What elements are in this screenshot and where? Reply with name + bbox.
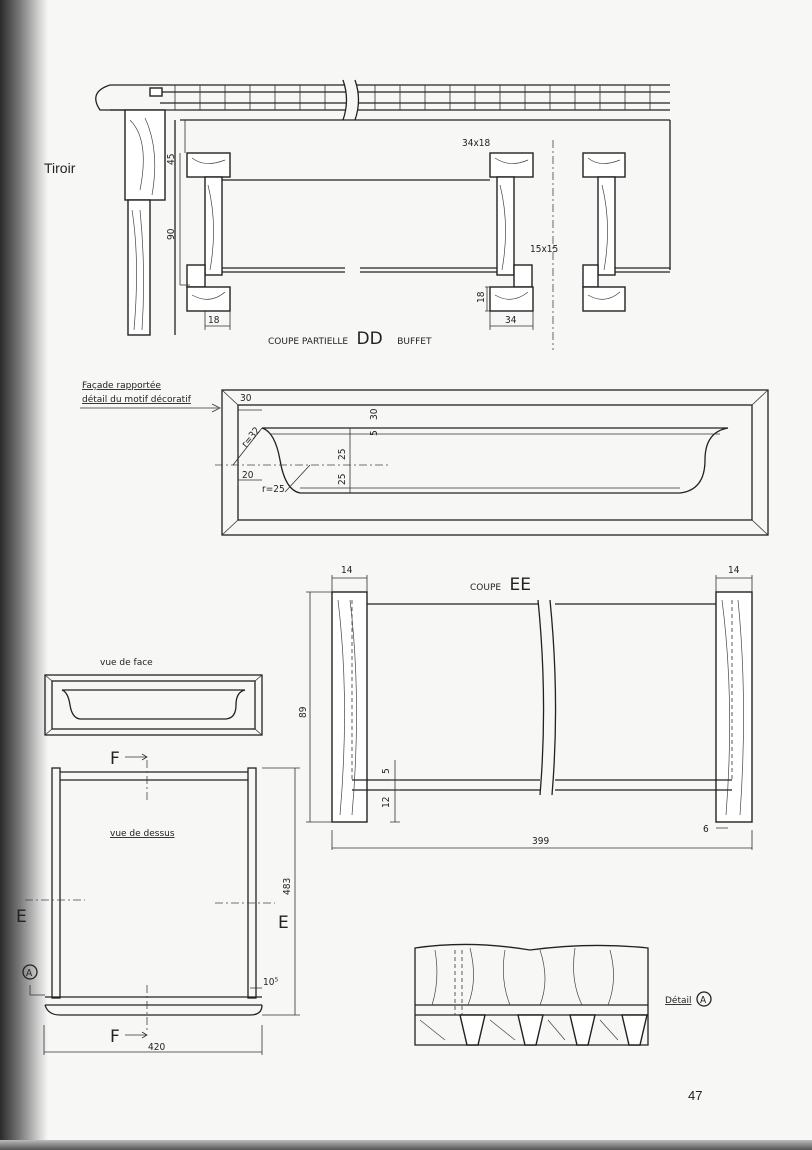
front-view-drawing: [44, 674, 263, 736]
detail-a-drawing: [414, 943, 649, 1046]
page-number: 47: [688, 1088, 703, 1103]
dim-ee-12: 12: [381, 797, 392, 808]
front-view-title: vue de face: [100, 658, 153, 668]
dim-facade-30b: 30: [369, 408, 380, 420]
top-view-title: vue de dessus: [110, 829, 175, 839]
caption-coupe-dd: COUPE PARTIELLE DD BUFFET: [268, 329, 432, 349]
dim-ee-6: 6: [703, 824, 709, 835]
dim-dd-34: 34: [505, 315, 517, 326]
dim-dd-34x18: 34x18: [462, 138, 490, 149]
dim-dd-18b: 18: [476, 291, 487, 303]
top-view-drawing: [25, 753, 300, 1055]
dim-facade-25a: 25: [337, 449, 348, 460]
dim-top-10-5: 10⁵: [263, 977, 278, 988]
detail-a-marker: A: [700, 995, 707, 1006]
dim-facade-r32: r=32: [240, 425, 263, 449]
dim-facade-25b: 25: [337, 474, 348, 485]
page-bottom-edge: [0, 1140, 812, 1150]
dim-facade-5: 5: [369, 430, 380, 436]
dim-dd-15x15: 15x15: [530, 244, 558, 255]
dim-ee-399: 399: [532, 836, 549, 847]
section-marker-e-left: E: [16, 907, 27, 927]
dim-ee-14-right: 14: [728, 565, 740, 576]
dim-ee-5: 5: [381, 768, 392, 774]
dim-dd-18: 18: [208, 315, 220, 326]
section-marker-f-bottom: F: [110, 1027, 120, 1047]
detail-marker-a: A: [26, 968, 33, 979]
facade-panel-drawing: [80, 389, 769, 536]
section-dd-drawing: [95, 79, 671, 350]
dim-dd-90: 90: [166, 228, 177, 240]
caption-coupe-ee: COUPE EE: [470, 575, 531, 595]
dim-ee-89: 89: [298, 706, 309, 718]
section-ee-drawing: [306, 575, 753, 850]
section-marker-f-top: F: [110, 749, 120, 769]
section-marker-e-right: E: [278, 913, 289, 933]
detail-a-title: Détail: [665, 995, 692, 1006]
detail-marker-circle: [22, 964, 38, 980]
dim-ee-14-left: 14: [341, 565, 353, 576]
dim-facade-20: 20: [242, 470, 254, 481]
dim-facade-r25: r=25: [262, 484, 285, 495]
dim-facade-30: 30: [240, 393, 252, 404]
side-label-tiroir: Tiroir: [44, 160, 76, 176]
facade-subtitle: détail du motif décoratif: [82, 394, 192, 405]
detail-a-marker-circle: [696, 991, 712, 1007]
dim-top-483: 483: [282, 878, 293, 895]
dim-dd-45: 45: [166, 154, 177, 165]
dim-top-420: 420: [148, 1042, 165, 1053]
facade-title: Façade rapportée: [82, 380, 161, 391]
page-binding-shadow: [0, 0, 48, 1150]
